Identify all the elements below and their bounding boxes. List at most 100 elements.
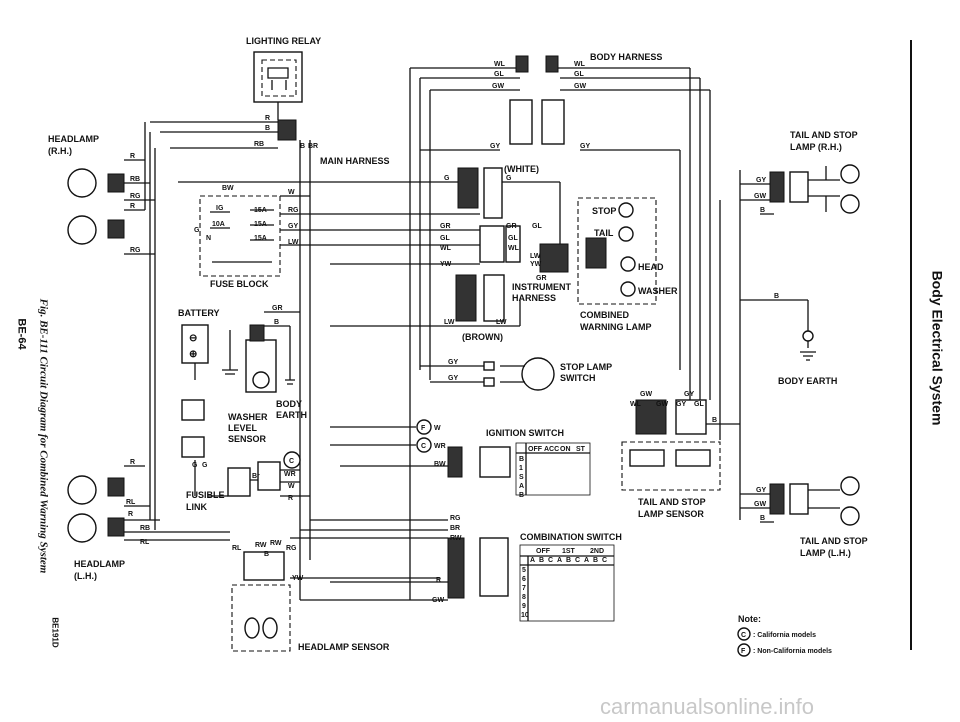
svg-text:LW: LW [530, 253, 541, 260]
svg-text:RL: RL [126, 499, 136, 506]
svg-text:GW: GW [574, 83, 586, 90]
svg-text:GW: GW [754, 501, 766, 508]
svg-text:B: B [566, 557, 571, 564]
headlamp-lh-lower [67, 513, 97, 543]
headlamp-rh-lower [67, 215, 97, 245]
svg-text:B: B [519, 492, 524, 499]
svg-text:G: G [194, 227, 200, 234]
svg-text:B: B [519, 456, 524, 463]
svg-text:GL: GL [508, 235, 518, 242]
lighting-relay-label: LIGHTING RELAY [246, 36, 321, 46]
svg-text:LAMP (R.H.): LAMP (R.H.) [790, 142, 842, 152]
battery [181, 324, 209, 364]
svg-text:5: 5 [522, 567, 526, 574]
fusible-link [227, 467, 251, 497]
svg-text:STOP: STOP [592, 206, 616, 216]
svg-text:IG: IG [216, 205, 224, 212]
svg-text:RL: RL [140, 539, 150, 546]
svg-text:RG: RG [450, 515, 461, 522]
svg-text:F: F [421, 425, 426, 432]
body-earth-right-label: BODY EARTH [778, 376, 837, 386]
svg-text:R: R [288, 495, 293, 502]
svg-text:GY: GY [448, 359, 458, 366]
svg-text:GY: GY [288, 223, 298, 230]
watermark: carmanualsonline.info [600, 694, 814, 719]
svg-text:GR: GR [440, 223, 451, 230]
svg-text:GY: GY [756, 177, 766, 184]
svg-text:15A: 15A [254, 235, 267, 242]
svg-text:LEVEL: LEVEL [228, 423, 258, 433]
headlamp-rh-upper [67, 168, 97, 198]
svg-text:GW: GW [656, 401, 668, 408]
svg-text:WL: WL [574, 61, 586, 68]
svg-text:EARTH: EARTH [276, 410, 307, 420]
svg-text:GL: GL [532, 223, 542, 230]
combination-switch-label: COMBINATION SWITCH [520, 532, 622, 542]
svg-text:RG: RG [130, 193, 141, 200]
svg-text:8: 8 [522, 594, 526, 601]
svg-text:(L.H.): (L.H.) [74, 571, 97, 581]
svg-text:R: R [436, 577, 441, 584]
svg-text:C: C [421, 443, 426, 450]
svg-text:TAIL: TAIL [594, 228, 614, 238]
svg-text:LINK: LINK [186, 502, 207, 512]
battery-label: BATTERY [178, 308, 220, 318]
svg-text:WL: WL [508, 245, 520, 252]
svg-text:G: G [202, 462, 208, 469]
svg-text:RL: RL [232, 545, 242, 552]
svg-text:GL: GL [694, 401, 704, 408]
svg-text:C: C [602, 557, 607, 564]
ignition-switch-label: IGNITION SWITCH [486, 428, 564, 438]
svg-text:A: A [557, 557, 562, 564]
svg-text:G: G [444, 175, 450, 182]
lighting-relay-inner [261, 59, 297, 97]
svg-text:ST: ST [576, 446, 586, 453]
svg-text:BR: BR [308, 143, 318, 150]
svg-text:WL: WL [630, 401, 642, 408]
figure-code: BE191D [50, 617, 60, 648]
section-divider [910, 40, 912, 650]
svg-text:S: S [519, 474, 524, 481]
svg-text:R: R [130, 203, 135, 210]
svg-text:C: C [575, 557, 580, 564]
svg-text:R: R [130, 459, 135, 466]
svg-text:B: B [539, 557, 544, 564]
tail-stop-lamp-sensor [621, 441, 721, 491]
svg-text:COMBINED: COMBINED [580, 310, 629, 320]
svg-text:BW: BW [434, 461, 446, 468]
svg-text:10A: 10A [212, 221, 225, 228]
svg-text:GW: GW [754, 193, 766, 200]
svg-text:SENSOR: SENSOR [228, 434, 267, 444]
svg-text:⊖: ⊖ [189, 333, 197, 344]
svg-text:GW: GW [492, 83, 504, 90]
brown-connector-label: (BROWN) [462, 332, 503, 342]
svg-text:W: W [288, 483, 295, 490]
svg-text:GY: GY [684, 391, 694, 398]
svg-text:⊕: ⊕ [189, 349, 197, 360]
note-title: Note: [738, 614, 761, 624]
svg-text:WARNING LAMP: WARNING LAMP [580, 322, 652, 332]
svg-text:B: B [712, 417, 717, 424]
svg-text:C: C [741, 632, 746, 639]
svg-text:RB: RB [130, 176, 140, 183]
fuse-block-label: FUSE BLOCK [210, 279, 269, 289]
svg-text:1ST: 1ST [562, 548, 576, 555]
svg-text:WASHER: WASHER [638, 286, 678, 296]
svg-text:BW: BW [222, 185, 234, 192]
svg-text:LW: LW [496, 319, 507, 326]
headlamp-lh-label: HEADLAMP [74, 559, 125, 569]
figure-caption: Fig. BE-111 Circuit Diagram for Combined… [37, 298, 50, 574]
svg-text:ACC: ACC [544, 446, 559, 453]
svg-text:7: 7 [522, 585, 526, 592]
svg-text:GL: GL [494, 71, 504, 78]
svg-text:BR: BR [450, 525, 460, 532]
svg-text:G: G [192, 462, 198, 469]
svg-text:HARNESS: HARNESS [512, 293, 556, 303]
svg-text:STOP LAMP: STOP LAMP [560, 362, 612, 372]
svg-text:RG: RG [286, 545, 297, 552]
svg-text:N: N [206, 235, 211, 242]
svg-text:GR: GR [506, 223, 517, 230]
svg-text:LAMP (L.H.): LAMP (L.H.) [800, 548, 851, 558]
svg-text:GL: GL [574, 71, 584, 78]
